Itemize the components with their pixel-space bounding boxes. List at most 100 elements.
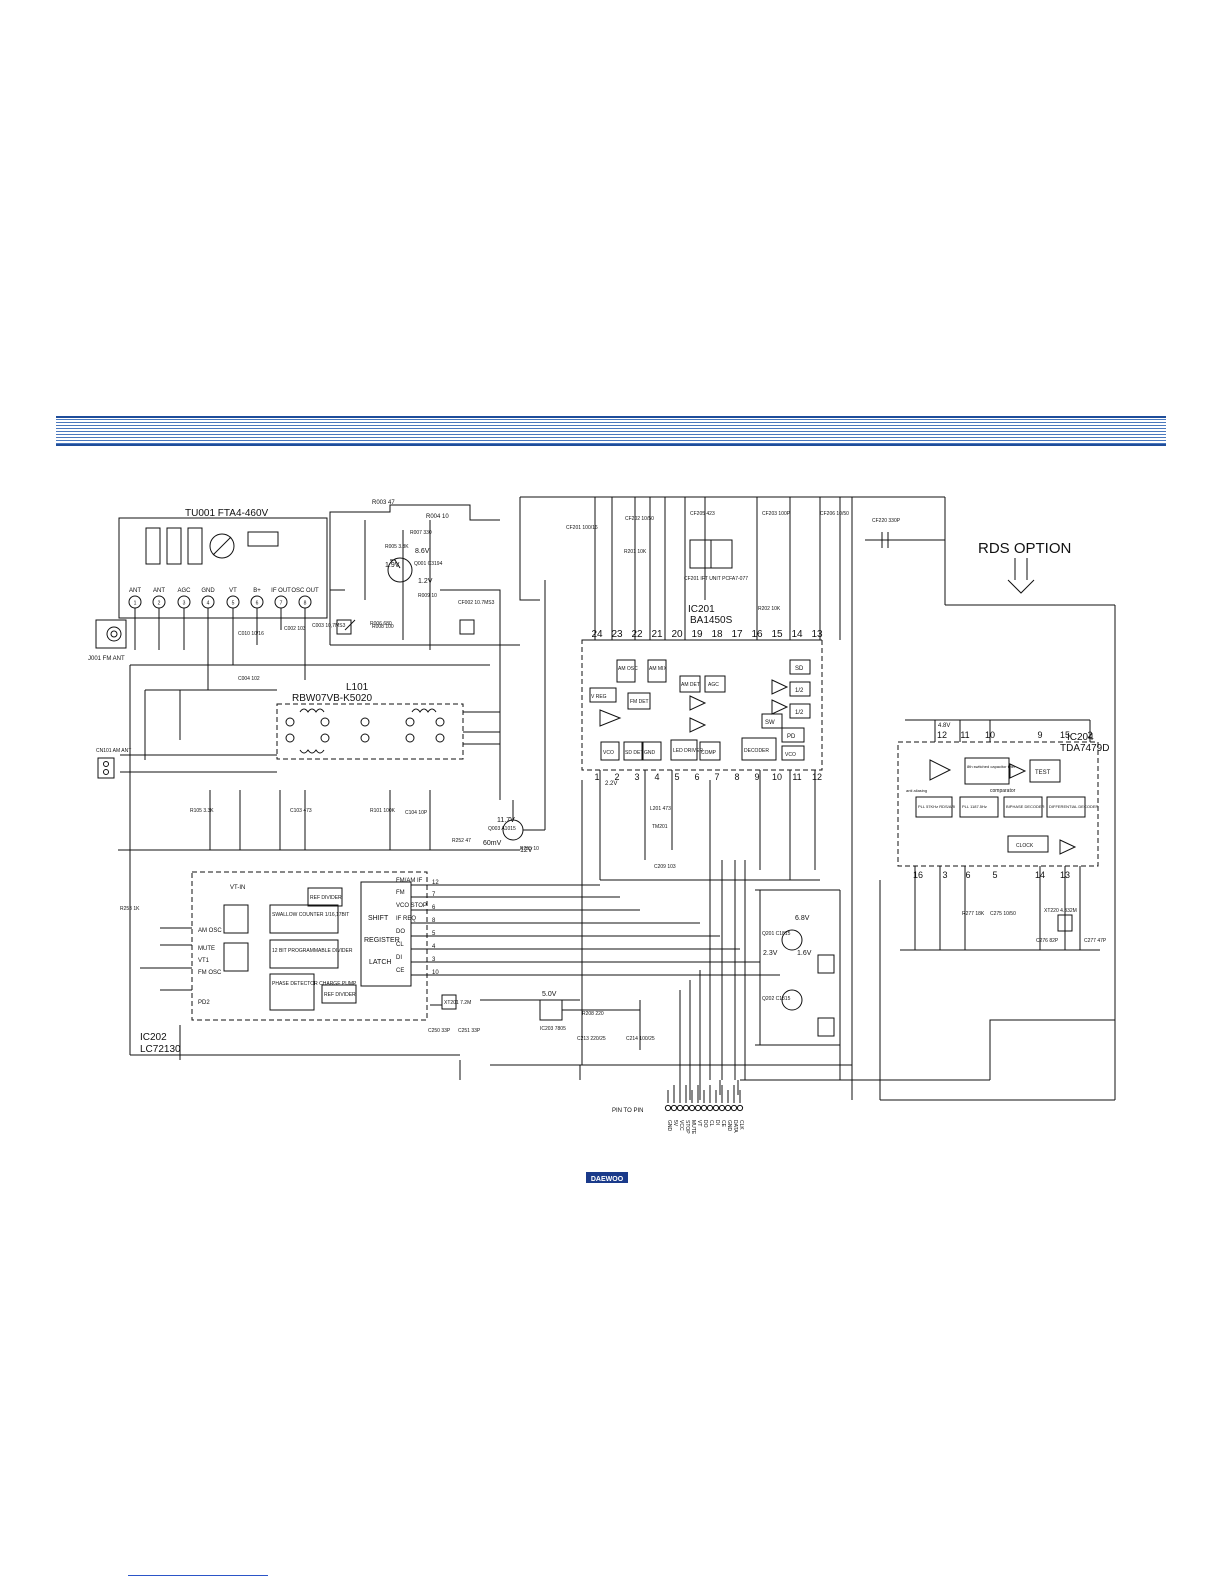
ic202-bus-pin: 12 [432,880,439,886]
c010-label: C010 10/16 [238,631,264,637]
c277-label: C277 47P [1084,938,1107,944]
c103-label: C103 473 [290,808,312,814]
ic202-bus-pin: 7 [432,892,436,898]
daewoo-logo: DAEWOO [586,1172,628,1183]
ic201-bottom-pin: 12 [812,772,822,782]
ic203-regulator [539,999,563,1021]
ic202-bus-pin: 8 [432,918,436,924]
tuner-pin-label: GND [201,588,215,594]
l201-label: L201 473 [650,806,671,812]
rds-option-arrow [1007,558,1035,594]
r201-label: R201 10K [624,549,647,555]
ic202-ref-divider-b: REF DIVIDER [324,992,356,998]
tuner-pin-number: 5 [232,601,235,607]
ic201-pd: PD [787,734,796,740]
ic201-top-pin: 16 [751,629,763,640]
left-bus-wiring [118,790,520,1060]
ic204-ref: IC204 [1067,732,1094,743]
tuner-pin-label: OSC OUT [291,588,319,594]
ic201-am-mix: AM MIX [649,666,667,672]
connector-pin [736,1104,744,1112]
connector-pin-label: CL [708,1120,714,1127]
daewoo-logo-text: DAEWOO [591,1176,624,1183]
connector-pin-label: 5V [672,1120,678,1127]
ic202-bus-label: CE [396,968,404,974]
r252-label: R252 47 [452,838,471,844]
r007-label: R007 330 [410,530,432,536]
ic201-bottom-pin: 2 [614,772,619,782]
cf202-label: CF202 10/50 [625,516,654,522]
ic204-pin: 5 [992,870,997,880]
ic201-vco-b: VCO [603,750,614,756]
ic202-fm-osc: FM OSC [198,970,222,976]
ic201-sw: SW [765,720,775,726]
ic202-ref-divider-a: REF DIVIDER [310,895,342,901]
connector-pin-label: STOP [684,1120,690,1134]
ic201-block [581,639,823,1065]
q202-label: Q202 C1815 [762,996,791,1002]
r008-label: R008 100 [372,624,394,630]
tuner-pin-label: B+ [253,588,261,594]
c213-label: C213 220/25 [577,1036,606,1042]
r255-label: R255 10 [520,846,539,852]
c003-label: C003 10,7MS3 [312,623,346,629]
ic204-block [897,719,1100,951]
connector-pin-label: GND [666,1120,672,1132]
ic201-bottom-pin: 11 [792,772,801,782]
ic202-bus-label: FM [396,890,405,896]
connector-pin [670,1104,678,1112]
ic202-pd2: PD2 [198,1000,210,1006]
ic202-shift: SHIFT [368,915,389,922]
ic201-bottom-pin: 6 [694,772,699,782]
q202-transistor [781,989,803,1011]
connector-pin [712,1104,720,1112]
ic202-bus-label: VCO STOP [396,903,427,909]
c276-label: C276 82P [1036,938,1059,944]
r101-label: R101 100K [370,808,396,814]
r004-label: R004 10 [426,514,449,520]
ic203-label: IC203 7805 [540,1026,566,1032]
ic202-swallow-counter: SWALLOW COUNTER 1/16,17BIT [272,912,349,918]
connector-pin-label: DO [702,1120,708,1128]
ic201-comp: COMP [701,750,717,756]
v68-label: 6.8V [795,915,810,922]
ic204-pin: 10 [985,730,995,740]
ic201-top-pin: 18 [711,629,723,640]
connector-pin [724,1104,732,1112]
l101-part: RBW07VB-K5020 [292,693,372,704]
ic204-pll-57k: PLL 57KHz RDS/ARI [918,804,955,809]
ic201-gnd: GND [644,750,656,756]
l101-ref: L101 [346,682,369,693]
v12-label: 1.2V [418,578,433,585]
tuner-pin-label: ANT [153,588,165,594]
ic201-top-pin: 24 [591,629,603,640]
connector-pin-label: CLK [738,1120,744,1130]
ic202-latch: LATCH [369,959,391,966]
r202-label: R202 10K [758,606,781,612]
connector-pin-label: DATA [732,1120,738,1133]
tuner-pin-number: 3 [183,601,186,607]
ic201-sd: SD [795,666,804,672]
c251-label: C251 33P [458,1028,481,1034]
ic201-bottom-pin: 5 [674,772,679,782]
ic201-bottom-pin: 8 [734,772,739,782]
xt220-label: XT220 4.332M [1044,908,1077,914]
mv60-label: 60mV [483,840,502,847]
r005-label: R005 3.3K [385,544,409,550]
connector-pin [664,1104,672,1112]
r105-label: R105 3.3K [190,808,214,814]
l101-coil-pack [120,664,500,1055]
ic201-top-pin: 14 [791,629,803,640]
v86-label: 8.6V [415,548,430,555]
ic201-fm-det: FM DET [630,699,649,705]
right-driver-wiring [459,780,852,1100]
ic201-vreg: V REG [591,694,607,700]
ic201-top-pin: 17 [731,629,743,640]
ic204-anti-aliasing: anti aliasing [906,788,927,793]
ic201-vco-a: VCO [785,752,796,758]
connector-pin-label: VCC [678,1120,684,1131]
ic201-bottom-pin: 3 [634,772,639,782]
ic204-biphase: BIPHASE DECODER [1006,804,1045,809]
connector-pin [730,1104,738,1112]
ic204-clock: CLOCK [1016,843,1034,849]
